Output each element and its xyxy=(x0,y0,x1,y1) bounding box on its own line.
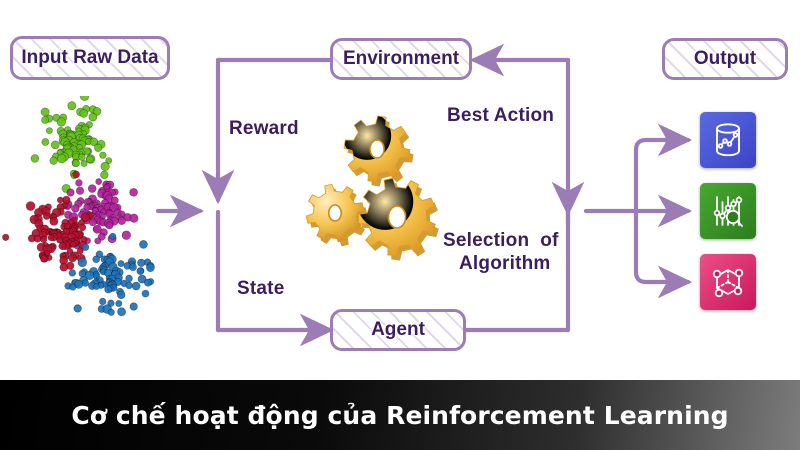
caption-text: Cơ chế hoạt động của Reinforcement Learn… xyxy=(71,400,729,430)
green-cluster xyxy=(30,96,113,193)
agent-label: Agent xyxy=(371,319,425,340)
cube-network-glyph xyxy=(712,268,744,298)
state-label: State xyxy=(237,278,285,299)
environment-box: Environment xyxy=(330,38,472,80)
scatter-with-magnifier-glyph xyxy=(713,196,743,227)
best-action-label: Best Action xyxy=(447,105,555,126)
crimson-cluster xyxy=(2,170,94,272)
input-raw-data-label: Input Raw Data xyxy=(21,47,159,68)
raw-data-scatter-clusters xyxy=(2,96,155,317)
database-with-trend-glyph xyxy=(716,123,740,157)
output-box: Output xyxy=(662,38,788,80)
agent-box: Agent xyxy=(330,309,466,351)
gear-3 xyxy=(357,177,439,261)
reward-label: Reward xyxy=(229,118,299,139)
gear-2 xyxy=(305,183,368,247)
output-label: Output xyxy=(693,48,757,69)
gears-icon xyxy=(305,115,439,261)
selection-of-algorithm-label-line1: Selection of xyxy=(443,230,559,251)
chart-search-icon[interactable] xyxy=(700,183,756,239)
environment-label: Environment xyxy=(342,48,460,69)
database-chart-icon[interactable] xyxy=(700,112,756,168)
caption-bar: Cơ chế hoạt động của Reinforcement Learn… xyxy=(0,380,800,450)
input-raw-data-box: Input Raw Data xyxy=(10,36,170,80)
selection-of-algorithm-label-line2: Algorithm xyxy=(459,253,551,274)
magenta-cluster xyxy=(62,178,139,250)
blue-cluster xyxy=(64,232,155,317)
network-cube-icon[interactable] xyxy=(700,254,756,310)
gear-1 xyxy=(343,115,414,187)
